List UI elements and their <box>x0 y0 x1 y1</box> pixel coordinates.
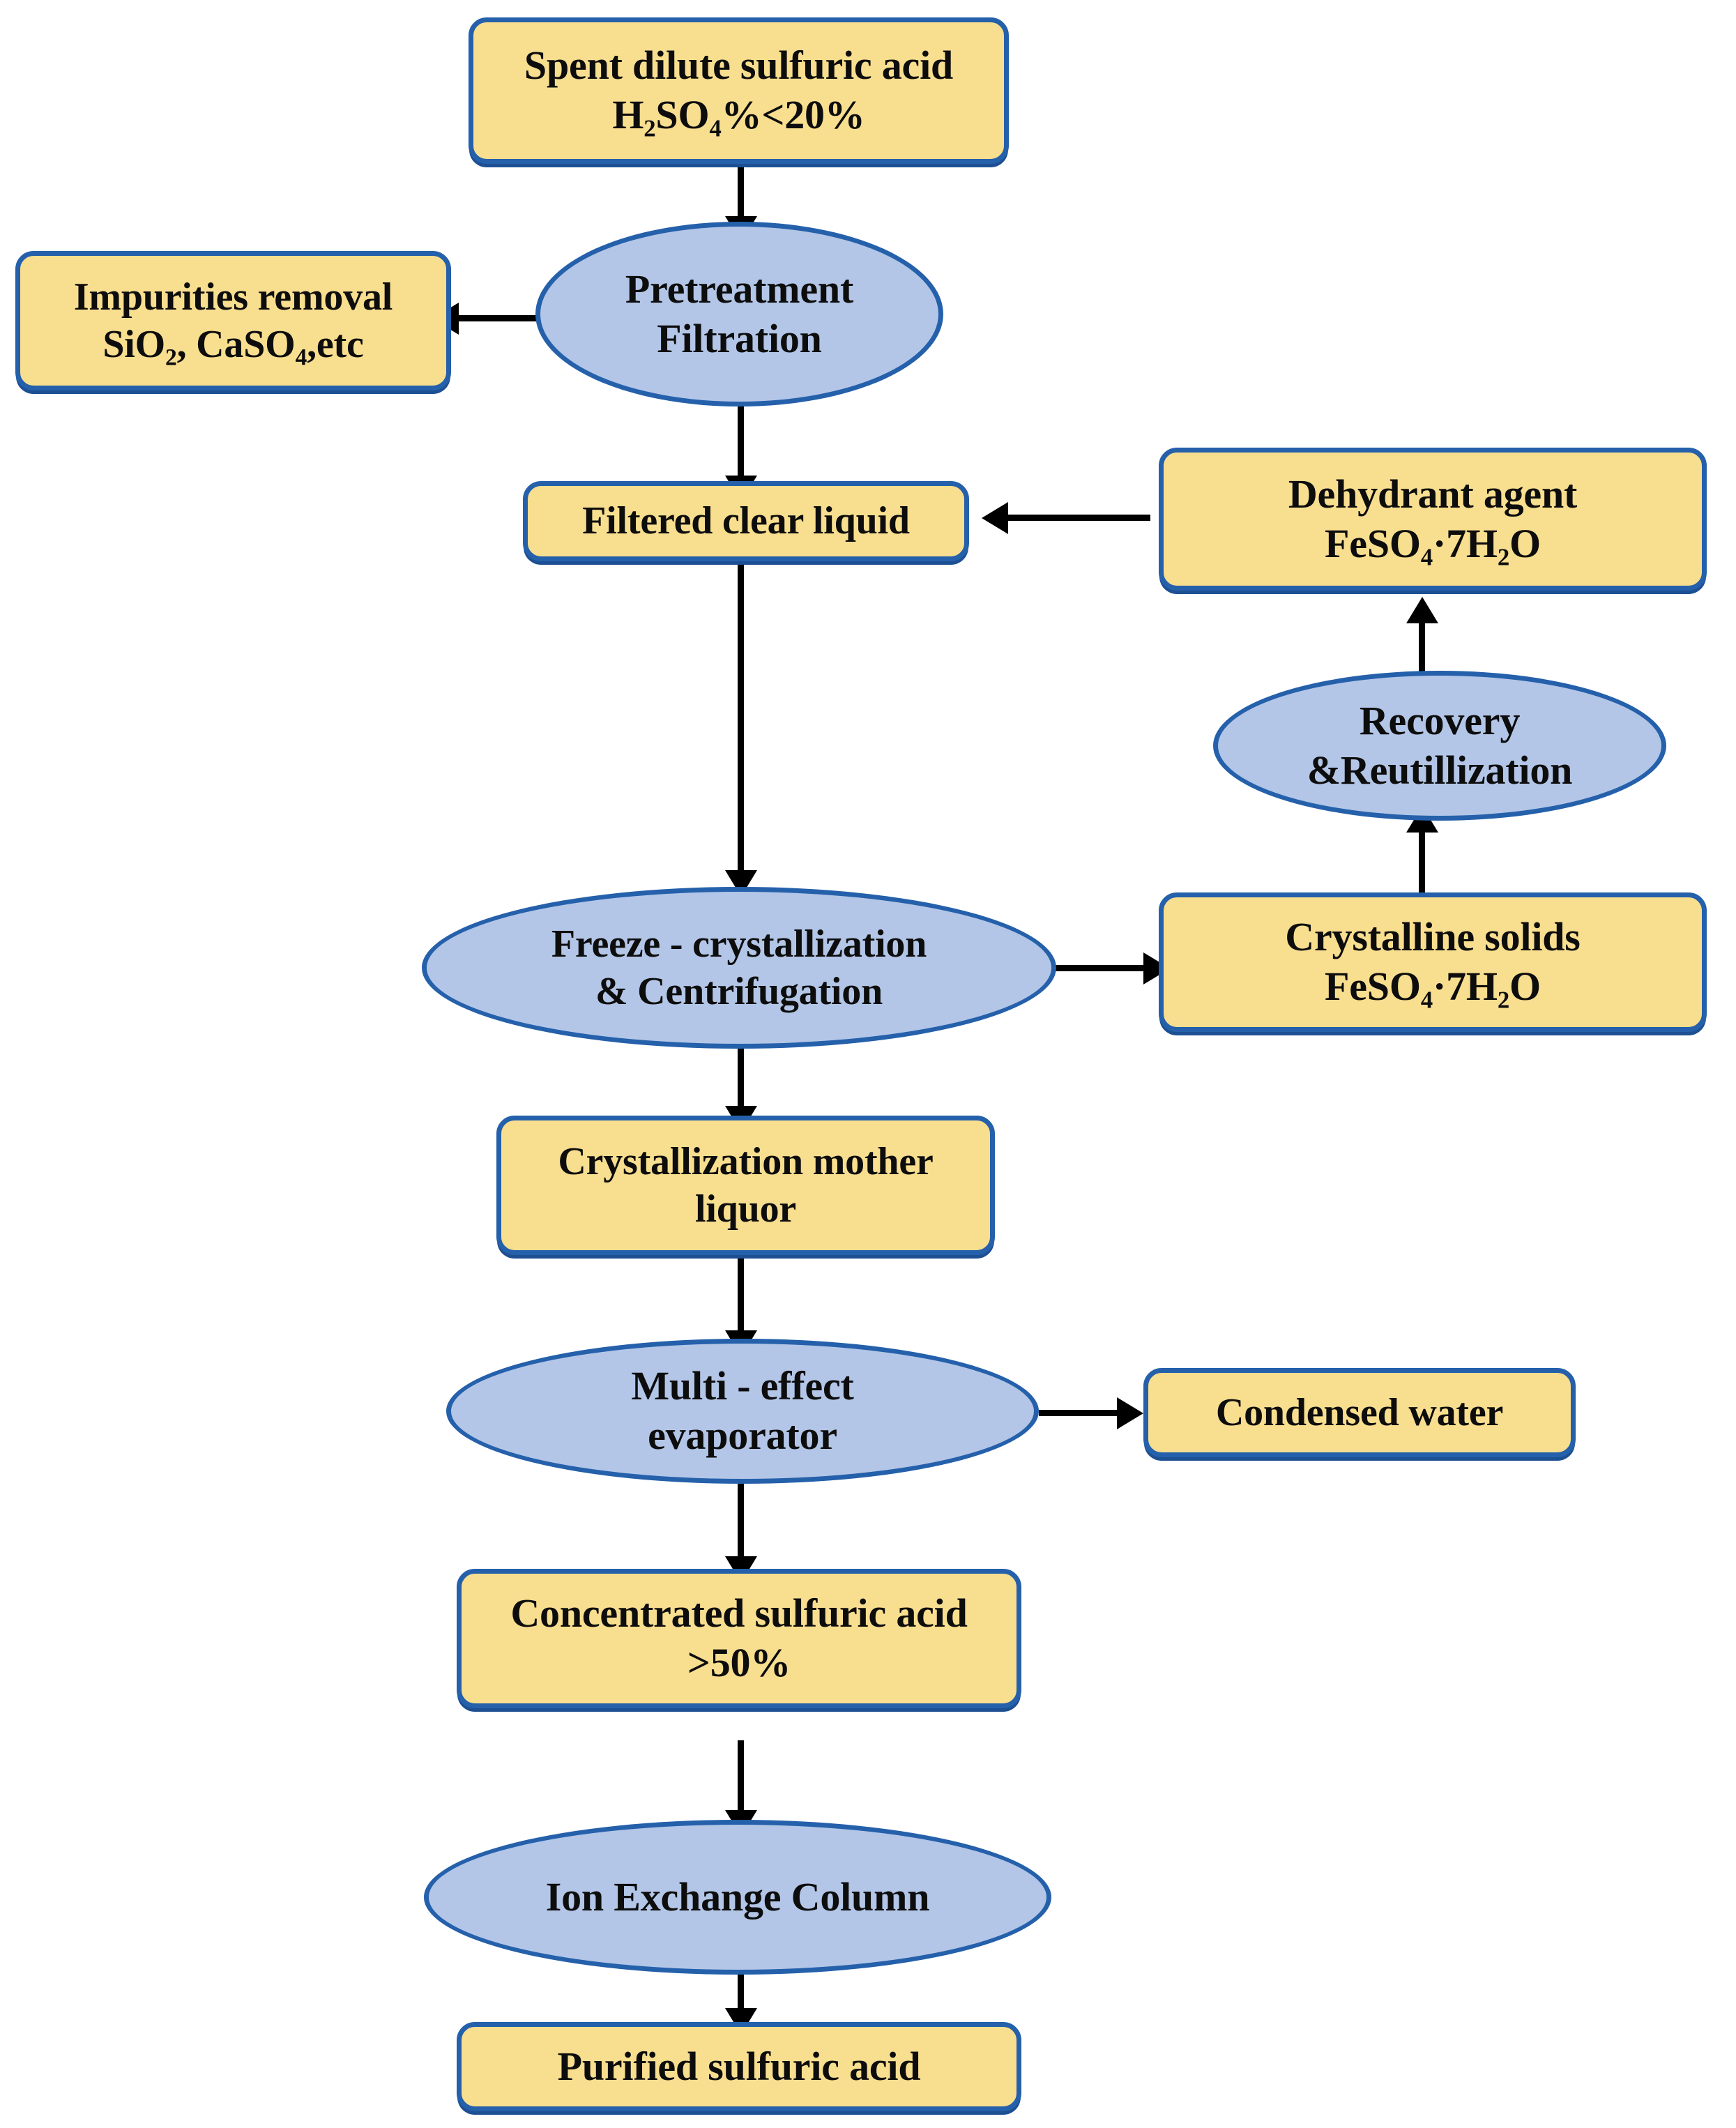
node-concentrated-acid-label: Concentrated sulfuric acid >50% <box>510 1590 968 1685</box>
arrowhead-dehydrant-to-filtered-liquid <box>982 502 1008 534</box>
node-freeze-crystallization[interactable]: Freeze - crystallization & Centrifugatio… <box>422 887 1056 1049</box>
connector-pretreatment-to-impurities <box>452 315 552 321</box>
node-spent-acid-label: Spent dilute sulfuric acid H₂SO₄%<20% <box>524 43 954 137</box>
node-freeze-crystallization-label: Freeze - crystallization & Centrifugatio… <box>551 922 927 1013</box>
node-mother-liquor-label: Crystallization mother liquor <box>558 1139 934 1231</box>
node-purified-acid[interactable]: Purified sulfuric acid <box>457 2022 1021 2111</box>
node-recovery[interactable]: Recovery &Reutillization <box>1213 671 1666 821</box>
node-multi-effect-evaporator[interactable]: Multi - effect evaporator <box>446 1339 1039 1484</box>
node-crystalline-solids-label: Crystalline solids FeSO₄·7H₂O <box>1285 914 1581 1009</box>
connector-crystalline-to-recovery <box>1419 817 1425 894</box>
node-dehydrant-agent-label: Dehydrant agent FeSO₄·7H₂O <box>1288 471 1578 566</box>
node-crystalline-solids[interactable]: Crystalline solids FeSO₄·7H₂O <box>1159 892 1707 1032</box>
connector-recovery-to-dehydrant <box>1419 608 1425 685</box>
node-mother-liquor[interactable]: Crystallization mother liquor <box>496 1116 995 1255</box>
node-recovery-label: Recovery &Reutillization <box>1307 697 1573 793</box>
node-pretreatment[interactable]: Pretreatment Filtration <box>535 222 943 406</box>
connector-filtered-liquid-to-freeze <box>738 558 744 879</box>
connector-spent-acid-to-pretreatment <box>738 162 744 219</box>
node-concentrated-acid[interactable]: Concentrated sulfuric acid >50% <box>457 1569 1021 1708</box>
connector-dehydrant-to-filtered-liquid <box>1004 515 1150 521</box>
arrowhead-recovery-to-dehydrant <box>1406 597 1438 623</box>
node-filtered-liquid[interactable]: Filtered clear liquid <box>523 481 969 561</box>
node-dehydrant-agent[interactable]: Dehydrant agent FeSO₄·7H₂O <box>1159 448 1707 591</box>
connector-freeze-to-mother-liquor <box>738 1046 744 1116</box>
connector-pretreatment-to-filtered-liquid <box>738 404 744 481</box>
node-filtered-liquid-label: Filtered clear liquid <box>582 499 910 543</box>
node-impurities-removal-label: Impurities removal SiO₂, CaSO₄,etc <box>73 275 393 366</box>
node-pretreatment-label: Pretreatment Filtration <box>625 266 854 361</box>
connector-freeze-to-crystalline <box>1056 965 1150 971</box>
connector-concentrated-acid-to-ion-exchange <box>738 1740 744 1817</box>
connector-ion-exchange-to-purified-acid <box>738 1945 744 2015</box>
node-impurities-removal[interactable]: Impurities removal SiO₂, CaSO₄,etc <box>15 251 451 390</box>
node-condensed-water[interactable]: Condensed water <box>1143 1368 1576 1457</box>
node-condensed-water-label: Condensed water <box>1215 1390 1504 1434</box>
arrowhead-evaporator-to-condensed-water <box>1117 1397 1143 1429</box>
connector-evaporator-to-concentrated-acid <box>738 1484 744 1567</box>
node-ion-exchange-column[interactable]: Ion Exchange Column <box>424 1820 1051 1975</box>
node-multi-effect-evaporator-label: Multi - effect evaporator <box>631 1363 854 1458</box>
node-spent-acid[interactable]: Spent dilute sulfuric acid H₂SO₄%<20% <box>469 17 1009 164</box>
connector-evaporator-to-condensed-water <box>1039 1410 1124 1416</box>
node-purified-acid-label: Purified sulfuric acid <box>557 2043 921 2089</box>
node-ion-exchange-column-label: Ion Exchange Column <box>545 1874 930 1920</box>
connector-mother-liquor-to-evaporator <box>738 1255 744 1339</box>
